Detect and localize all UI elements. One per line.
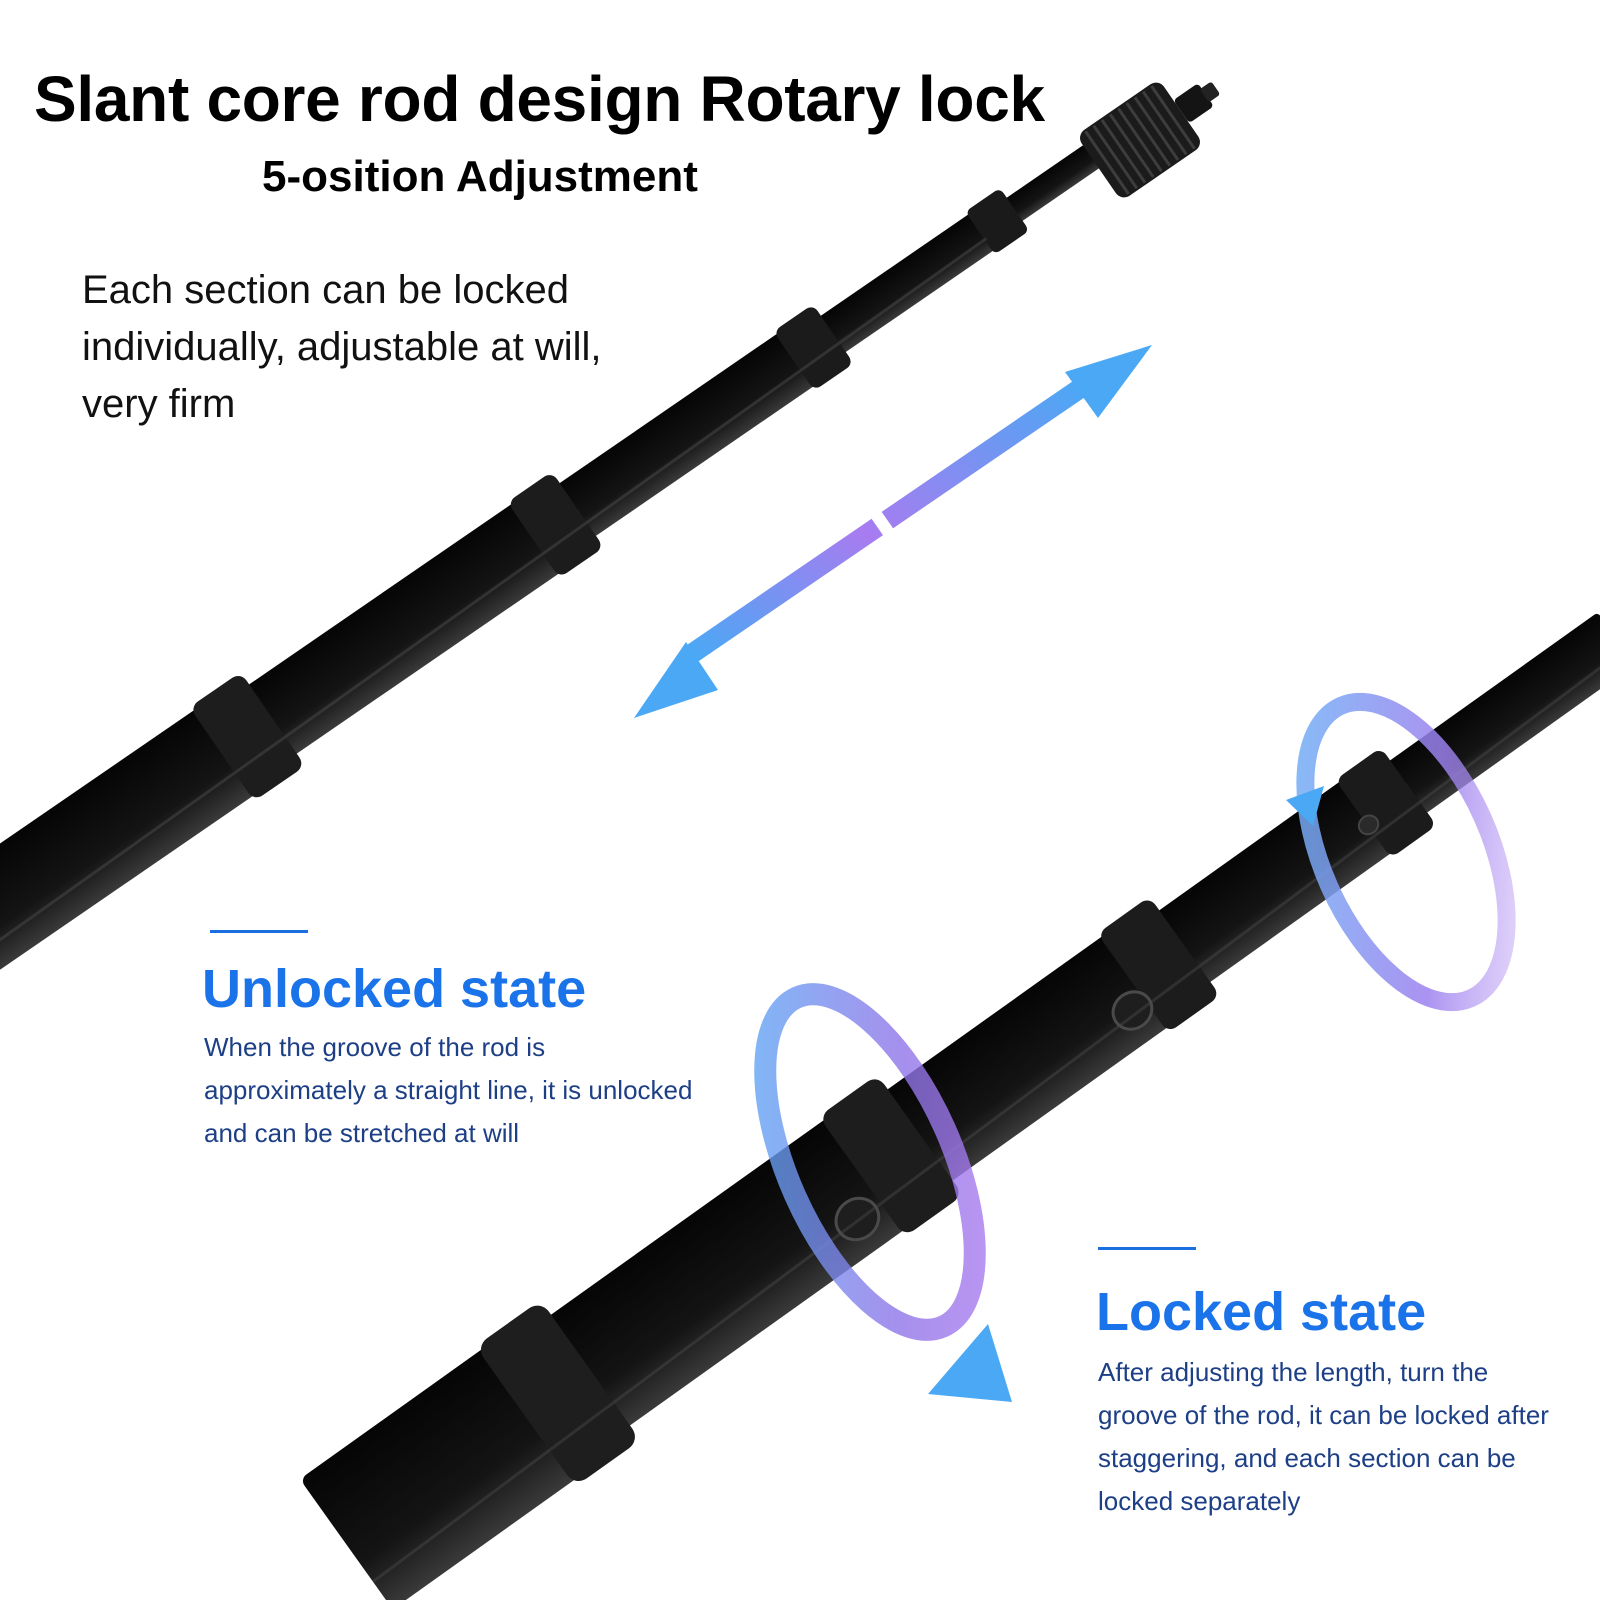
rod-joint-3 bbox=[510, 475, 601, 575]
rotation-arrow-small-icon bbox=[1286, 692, 1516, 1012]
lock-pin-icon bbox=[1111, 990, 1154, 1031]
knurled-knob-icon bbox=[1080, 82, 1220, 198]
rod-joint-1 bbox=[967, 190, 1028, 253]
stretch-arrow-icon bbox=[634, 345, 1152, 718]
rod-joint-4 bbox=[193, 675, 302, 798]
rod-bottom-joint-4 bbox=[480, 1305, 635, 1482]
unlocked-heading: Unlocked state bbox=[202, 959, 587, 1019]
lock-pin-icon bbox=[1357, 814, 1380, 836]
rod-section-5 bbox=[0, 678, 301, 1055]
page-subtitle: 5-osition Adjustment bbox=[262, 152, 698, 201]
rotation-arrow-large-icon bbox=[754, 983, 1012, 1402]
rod-bottom-joint-2 bbox=[1101, 900, 1217, 1030]
rod-joint-2 bbox=[776, 307, 851, 388]
rod-section-4 bbox=[242, 476, 600, 758]
unlocked-divider bbox=[210, 930, 308, 933]
rod-bottom-joint-1 bbox=[1338, 750, 1434, 855]
rod-bottom-joint-3 bbox=[823, 1079, 959, 1233]
locked-description: After adjusting the length, turn the gro… bbox=[1098, 1357, 1549, 1516]
rod-tip-section bbox=[990, 129, 1122, 233]
lock-pin-icon bbox=[834, 1196, 881, 1242]
rod-bottom-section-4 bbox=[541, 1082, 957, 1432]
rod-bottom-section-1 bbox=[1379, 613, 1600, 820]
locked-divider bbox=[1098, 1247, 1196, 1250]
intro-text: Each section can be locked individually,… bbox=[82, 268, 602, 426]
telescopic-rod-top bbox=[0, 82, 1220, 1055]
telescopic-rod-bottom bbox=[302, 613, 1600, 1600]
unlocked-description: When the groove of the rod is approximat… bbox=[204, 1032, 693, 1148]
locked-heading: Locked state bbox=[1096, 1282, 1427, 1342]
page-title: Slant core rod design Rotary lock bbox=[34, 63, 1045, 135]
rod-section-3 bbox=[544, 309, 850, 546]
rod-section-2 bbox=[805, 192, 1026, 363]
